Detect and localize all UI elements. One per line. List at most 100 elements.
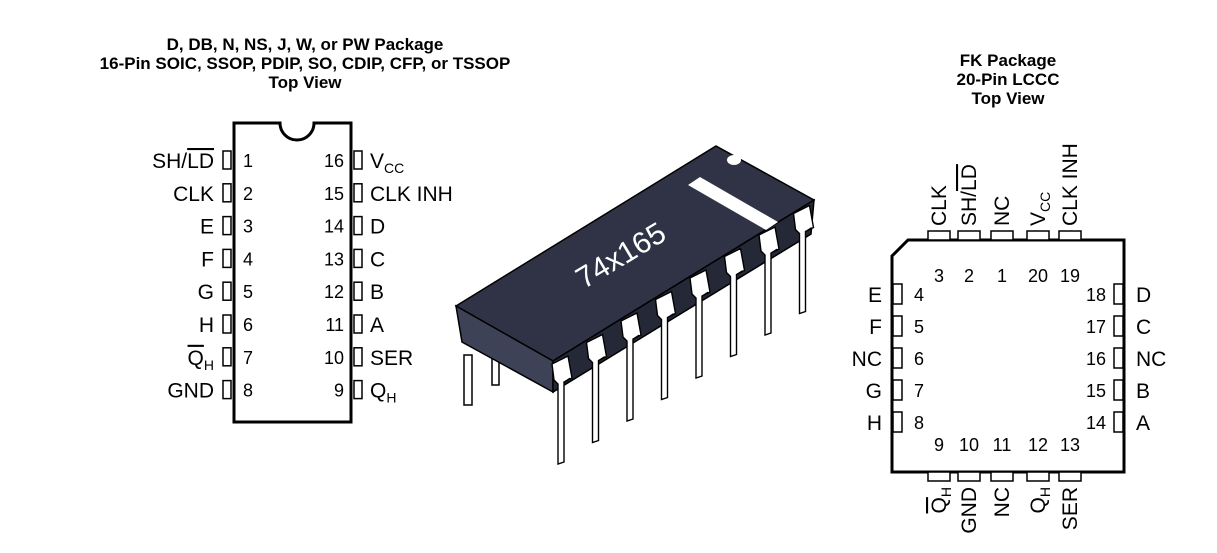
fk-pin-pad [957, 471, 981, 482]
fk-pin-pad [892, 411, 903, 433]
dip-pin-label: SER [370, 347, 413, 370]
left-title-line2: 16-Pin SOIC, SSOP, PDIP, SO, CDIP, CFP, … [99, 54, 511, 73]
dip-pin-number: 5 [243, 282, 253, 302]
fk-pin-number: 18 [1086, 285, 1106, 305]
chip-back-legs [463, 354, 500, 406]
fk-pin-number: 4 [914, 285, 924, 305]
dip-pin-pad [353, 379, 363, 400]
fk-pin-label: QH [1027, 487, 1053, 513]
dip-pin-number: 12 [324, 282, 344, 302]
fk-pin-number: 15 [1086, 381, 1106, 401]
chip-3d-illustration: 74x165 [454, 145, 816, 465]
chip-leg [654, 290, 677, 401]
dip-pin-number: 8 [243, 381, 253, 401]
fk-pin-label: QH [928, 487, 954, 513]
dip-pin-number: 2 [243, 184, 253, 204]
chip-leg [551, 354, 573, 465]
chip-leg [620, 311, 642, 422]
fk-pin-pad [1058, 471, 1082, 482]
dip-pin-label: B [370, 281, 384, 304]
dip-pin-pad [353, 215, 363, 236]
fk-pin-label: SER [1059, 487, 1082, 530]
fk-pin-label: GND [958, 487, 981, 534]
fk-pin-label: F [869, 316, 882, 339]
dip-pin-label: F [201, 248, 214, 271]
dip-pin-pad [353, 183, 363, 203]
dip-pin-label: E [200, 216, 214, 239]
fk-pin-label: SH/LD [958, 164, 981, 226]
fk-pin-number: 20 [1028, 266, 1048, 286]
fk-pin-label: NC [991, 487, 1014, 517]
fk-pin-number: 1 [997, 266, 1007, 286]
chip-front-legs [551, 204, 815, 465]
right-package-title: FK Package 20-Pin LCCC Top View [913, 51, 1103, 108]
fk-pin-number: 12 [1028, 435, 1048, 455]
dip-pin-number: 1 [243, 151, 253, 171]
fk-pin-label: NC [1136, 348, 1166, 371]
fk-pin-pad [892, 347, 903, 369]
fk-pin-label: A [1136, 412, 1150, 435]
fk-pin-label: NC [852, 348, 882, 371]
fk-pin-number: 3 [934, 266, 944, 286]
dip-pin-number: 13 [324, 249, 344, 269]
dip-pin-number: 16 [324, 151, 344, 171]
fk-pin-label: E [868, 284, 882, 307]
fk-pin-pad [1058, 230, 1082, 241]
dip-pin-pad [353, 347, 363, 367]
right-title-line1: FK Package [959, 51, 1057, 70]
dip-pin-number: 14 [324, 217, 344, 237]
chip-side-face [552, 198, 815, 394]
fk-pin-pad [1113, 379, 1124, 401]
fk-pin-pad [927, 471, 951, 482]
fk-pin-label: CLK INH [1059, 143, 1082, 226]
fk-pin-number: 6 [914, 349, 924, 369]
dip-pin-pad [222, 150, 232, 170]
dip-pin-pad [222, 248, 232, 269]
dip-pin-label: GND [167, 380, 214, 403]
dip-pin-label: CLK [173, 183, 214, 206]
fk-pin-label: D [1136, 284, 1151, 307]
dip-pin-pad [222, 347, 232, 367]
fk-pin-pad [1113, 411, 1124, 433]
fk-pin-number: 10 [959, 435, 979, 455]
fk-pin-label: VCC [1027, 192, 1053, 226]
fk-pin-number: 8 [914, 413, 924, 433]
fk-pin-label: B [1136, 380, 1150, 403]
dip-pin-pad [222, 379, 232, 400]
fk-pin-number: 2 [964, 266, 974, 286]
dip-pin-number: 6 [243, 315, 253, 335]
dip-pin-label: SH/LD [152, 150, 214, 173]
dip-pin-pad [353, 150, 363, 170]
fk-pin-pad [892, 315, 903, 337]
chip-pin1-dot [727, 155, 741, 165]
fk-pin-pad [892, 379, 903, 401]
dip-pin-pad [222, 183, 232, 203]
fk-pin-number: 14 [1086, 413, 1106, 433]
fk-pin-label: NC [991, 196, 1014, 226]
dip-pin-pad [353, 314, 363, 334]
dip-pin-pad [353, 248, 363, 269]
fk-pin-pad [1113, 347, 1124, 369]
chip-leg [585, 333, 608, 444]
chip-leg [723, 247, 746, 358]
dip-pin-label: CLK INH [370, 183, 453, 206]
fk-pin-pad [990, 230, 1014, 241]
fk-pin-pad [990, 471, 1014, 482]
left-package-title: D, DB, N, NS, J, W, or PW Package 16-Pin… [20, 35, 590, 92]
fk-pin-number: 11 [993, 435, 1012, 455]
fk-pin-label: C [1136, 316, 1151, 339]
dip-pin-pad [222, 281, 232, 301]
fk-pin-pad [1026, 230, 1050, 241]
dip-pin-label: QH [370, 380, 396, 406]
fk-pin-pad [1113, 315, 1124, 337]
dip-pin-label: G [198, 281, 214, 304]
dip-pin-pad [222, 314, 232, 334]
chip-leg [792, 204, 815, 315]
